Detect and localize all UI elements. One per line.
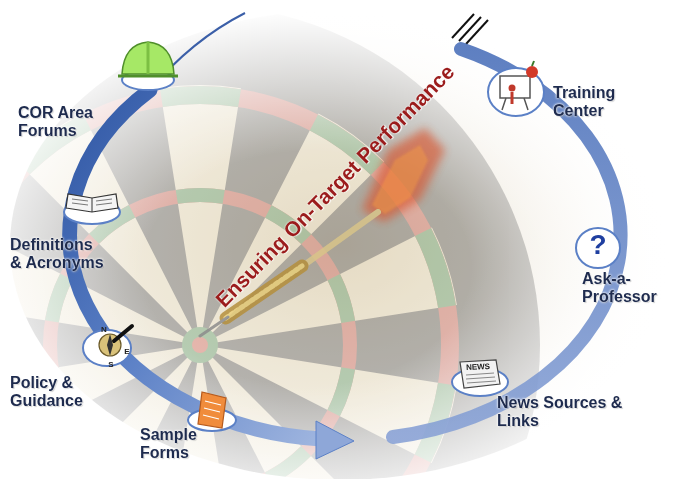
speed-slash [452,14,474,38]
easel-leg [524,98,528,110]
whiteboard [500,76,530,98]
ask-icon [576,228,620,268]
teacher-head [509,85,516,92]
compass-letter: E [124,347,129,356]
item-label: COR Area Forums [18,104,118,140]
cycle-arrowhead [316,421,354,459]
hard-hat-brim [118,75,178,78]
newspaper [460,360,500,388]
book-spine [92,198,93,212]
hard-hat-icon [118,42,178,90]
compass-needle [107,334,113,356]
menu-item: Sample Forms [140,426,212,462]
item-label: Definitions & Acronyms [10,236,108,272]
hard-hat [122,42,174,74]
menu-item: Ask-a-Professor [582,270,668,306]
hard-hat-ridge [147,42,150,74]
teacher-body [511,92,514,104]
item-label: Policy & Guidance [10,374,102,410]
item-label: Sample Forms [140,426,212,462]
compass-pointer [114,326,132,341]
newspaper-columns [466,373,496,383]
menu-item: News Sources & Links [497,394,637,430]
book-lines [72,199,112,205]
compass-icon [83,326,132,366]
speed-slash [459,17,481,41]
speed-slash [466,20,488,44]
question-mark: ? [589,229,606,261]
menu-item: Training Center [553,84,643,120]
open-book [66,194,118,212]
item-label: News Sources & Links [497,394,637,430]
book-icon [64,194,120,224]
dart [200,128,445,336]
news-icon [452,360,508,396]
item-label: Training Center [553,84,643,120]
training-icon [488,61,544,116]
easel-leg [502,98,506,110]
menu-item: Definitions & Acronyms [10,236,108,272]
item-label: Ask-a-Professor [582,270,668,306]
background-glow [10,10,670,479]
dart-tip [200,317,228,336]
icon-platform [576,228,620,268]
apple [526,66,538,78]
menu-item: COR Area Forums [18,104,118,140]
apple-stem [532,61,534,66]
menu-item: Policy & Guidance [10,374,102,410]
cycle-band [70,90,321,439]
sample-form-sheet [198,392,226,428]
compass-letter: N [101,325,107,334]
compass-letter: S [108,360,113,369]
photo-fade [9,9,671,479]
newspaper-masthead: NEWS [466,362,490,372]
form-lines [203,401,221,419]
forms-icon [188,392,236,431]
